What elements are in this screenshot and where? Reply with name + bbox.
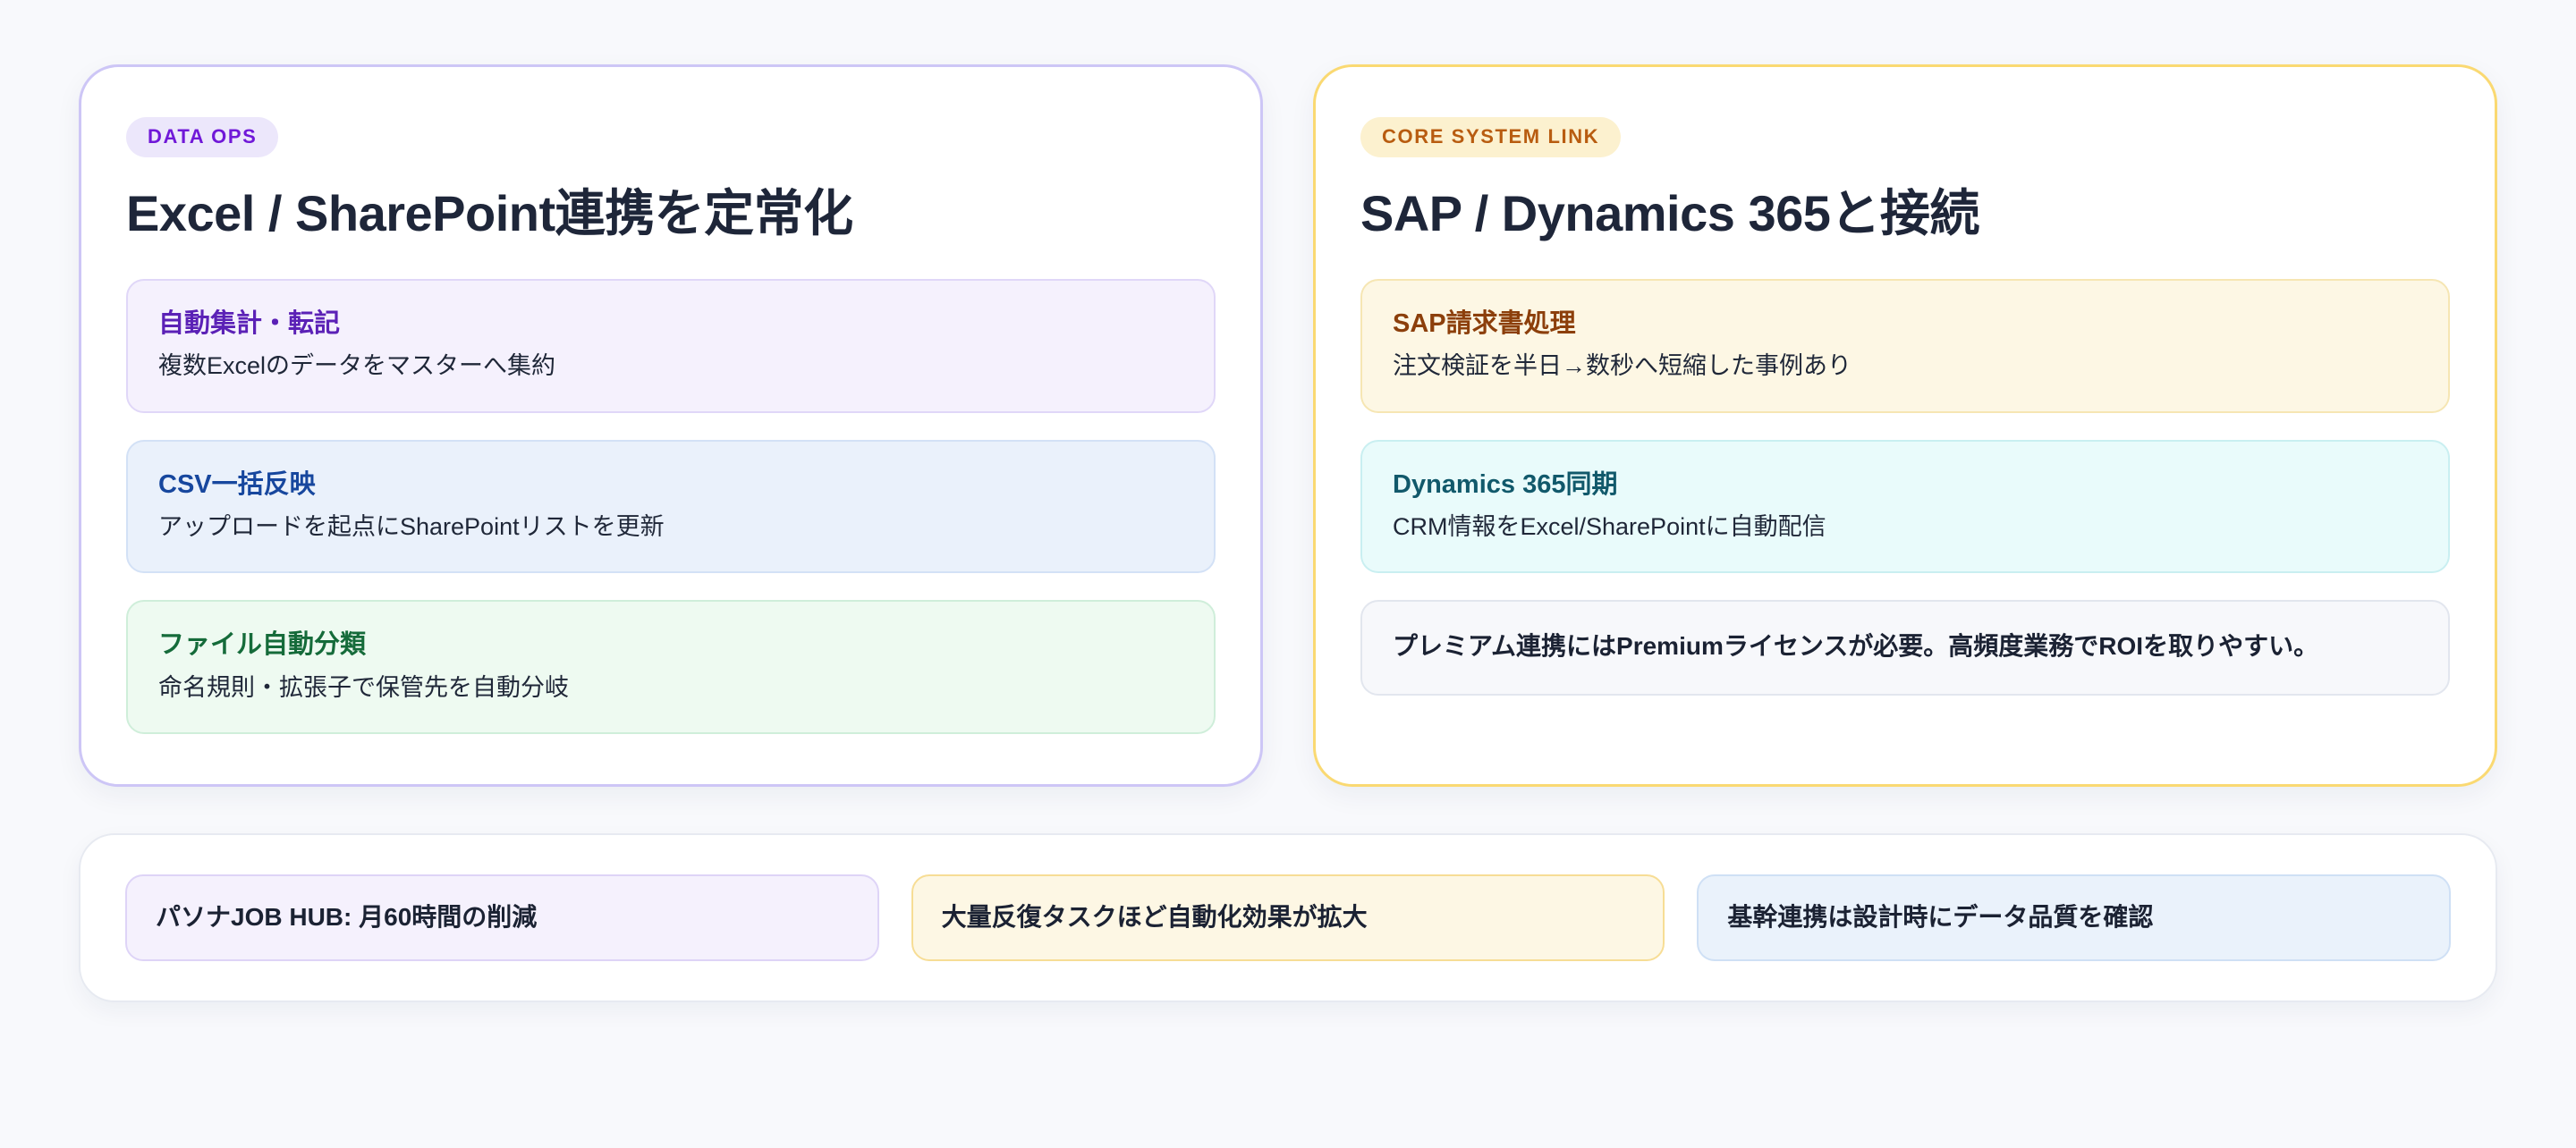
item-title: 自動集計・転記 <box>158 309 341 339</box>
summary-panel: パソナJOB HUB: 月60時間の削減 大量反復タスクほど自動化効果が拡大 基… <box>79 833 2497 1002</box>
list-item[interactable]: Dynamics 365同期 CRM情報をExcel/SharePointに自動… <box>1360 439 2450 574</box>
card-items-core-system-link: SAP請求書処理 注文検証を半日→数秒へ短縮した事例あり Dynamics 36… <box>1360 279 2450 696</box>
summary-chip-label: 大量反復タスクほど自動化効果が拡大 <box>941 903 1368 932</box>
summary-chip[interactable]: パソナJOB HUB: 月60時間の削減 <box>125 874 879 961</box>
item-description: 命名規則・拡張子で保管先を自動分岐 <box>158 673 569 701</box>
item-title: ファイル自動分類 <box>158 630 367 660</box>
cards-row: DATA OPS Excel / SharePoint連携を定常化 自動集計・転… <box>79 64 2497 788</box>
list-item[interactable]: SAP請求書処理 注文検証を半日→数秒へ短縮した事例あり <box>1360 279 2450 413</box>
summary-chip-label: パソナJOB HUB: 月60時間の削減 <box>156 903 538 932</box>
summary-chip[interactable]: 基幹連携は設計時にデータ品質を確認 <box>1697 874 2452 961</box>
card-items-data-ops: 自動集計・転記 複数Excelのデータをマスターへ集約 CSV一括反映 アップロ… <box>126 279 1216 735</box>
list-item[interactable]: ファイル自動分類 命名規則・拡張子で保管先を自動分岐 <box>126 600 1216 735</box>
list-item[interactable]: 自動集計・転記 複数Excelのデータをマスターへ集約 <box>126 279 1216 413</box>
card-badge-core-system-link: CORE SYSTEM LINK <box>1360 117 1622 157</box>
card-title-core-system-link: SAP / Dynamics 365と接続 <box>1360 185 1979 241</box>
list-item[interactable]: CSV一括反映 アップロードを起点にSharePointリストを更新 <box>126 439 1216 574</box>
item-description: 複数Excelのデータをマスターへ集約 <box>158 352 556 380</box>
item-title: CSV一括反映 <box>158 469 316 499</box>
item-description: 注文検証を半日→数秒へ短縮した事例あり <box>1393 352 1852 380</box>
card-title-data-ops: Excel / SharePoint連携を定常化 <box>126 185 853 241</box>
card-note: プレミアム連携にはPremiumライセンスが必要。高頻度業務でROIを取りやすい… <box>1360 600 2450 696</box>
summary-chip[interactable]: 大量反復タスクほど自動化効果が拡大 <box>911 874 1665 961</box>
item-description: CRM情報をExcel/SharePointに自動配信 <box>1393 513 1826 541</box>
card-core-system-link[interactable]: CORE SYSTEM LINK SAP / Dynamics 365と接続 S… <box>1313 64 2497 788</box>
card-data-ops[interactable]: DATA OPS Excel / SharePoint連携を定常化 自動集計・転… <box>79 64 1263 788</box>
item-title: Dynamics 365同期 <box>1393 469 1618 499</box>
item-title: SAP請求書処理 <box>1393 309 1576 339</box>
card-badge-data-ops: DATA OPS <box>126 117 279 157</box>
item-description: アップロードを起点にSharePointリストを更新 <box>158 513 665 541</box>
summary-chip-label: 基幹連携は設計時にデータ品質を確認 <box>1727 903 2154 932</box>
